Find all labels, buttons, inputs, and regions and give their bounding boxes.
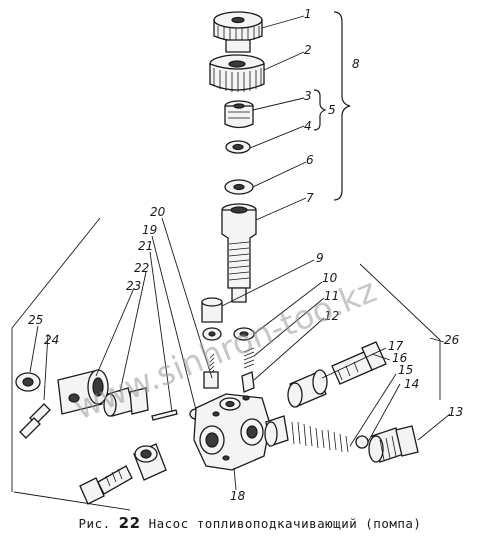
callout-17: 17 <box>388 339 404 353</box>
callout-25: 25 <box>28 313 43 327</box>
callout-2: 2 <box>304 43 312 57</box>
callout-6: 6 <box>306 153 314 167</box>
figure-caption: Рис. 22 Насос топливоподкачивающий (помп… <box>0 514 500 532</box>
callout-3: 3 <box>304 89 312 103</box>
callout-21: 21 <box>138 239 153 253</box>
brace-8 <box>333 11 351 201</box>
callout-7: 7 <box>306 191 314 205</box>
part-15-spring <box>264 415 349 453</box>
part-9-nut <box>201 297 223 323</box>
part-16-bolt <box>331 341 387 385</box>
callout-16: 16 <box>392 351 408 365</box>
callout-19: 19 <box>142 223 157 237</box>
callout-26: 26 <box>444 333 460 347</box>
part-25-nut <box>15 372 41 392</box>
callout-11: 11 <box>324 289 339 303</box>
part-23-body-sleeve <box>57 369 109 415</box>
brace-5 <box>313 89 327 131</box>
callout-22: 22 <box>134 261 149 275</box>
part-24-pin <box>19 403 51 439</box>
caption-title: Насос топливоподкачивающий (помпа) <box>148 516 422 531</box>
callout-4: 4 <box>304 119 312 133</box>
callout-9: 9 <box>316 251 324 265</box>
part-22-fitting <box>103 387 149 417</box>
callout-5: 5 <box>328 103 336 117</box>
part-4-ring <box>225 140 251 154</box>
part-2-knurled-nut <box>209 54 265 92</box>
group-outline-left <box>11 217 101 492</box>
callout-15: 15 <box>398 363 413 377</box>
part-13-plug <box>368 425 419 463</box>
callout-18: 18 <box>230 489 246 503</box>
callout-1: 1 <box>304 7 312 21</box>
callout-20: 20 <box>150 205 166 219</box>
callout-24: 24 <box>44 333 59 347</box>
callout-14: 14 <box>404 377 419 391</box>
callout-12: 12 <box>324 309 339 323</box>
part-3-piston <box>224 100 254 129</box>
part-6-gasket <box>224 179 254 195</box>
part-10-washers <box>202 327 255 341</box>
caption-prefix: Рис. <box>78 516 111 531</box>
part-20-spring-rod <box>203 353 219 389</box>
part-14-ball <box>355 435 369 449</box>
part-21-pin <box>151 409 178 421</box>
caption-figure-number: 22 <box>118 514 141 532</box>
part-lower-sleeve <box>133 443 167 481</box>
group-outline-26 <box>13 263 441 511</box>
part-lower-bolt <box>79 465 133 505</box>
callout-23: 23 <box>126 279 141 293</box>
callout-8: 8 <box>352 57 360 71</box>
part-1-knurled-cap <box>213 11 263 53</box>
part-18-pump-housing <box>193 393 271 471</box>
part-7-pump-cylinder <box>221 203 257 303</box>
callout-10: 10 <box>322 271 338 285</box>
callout-13: 13 <box>448 405 463 419</box>
part-12-bolt <box>241 371 255 393</box>
part-11-spring <box>243 347 255 369</box>
part-17-sleeve <box>287 369 328 408</box>
